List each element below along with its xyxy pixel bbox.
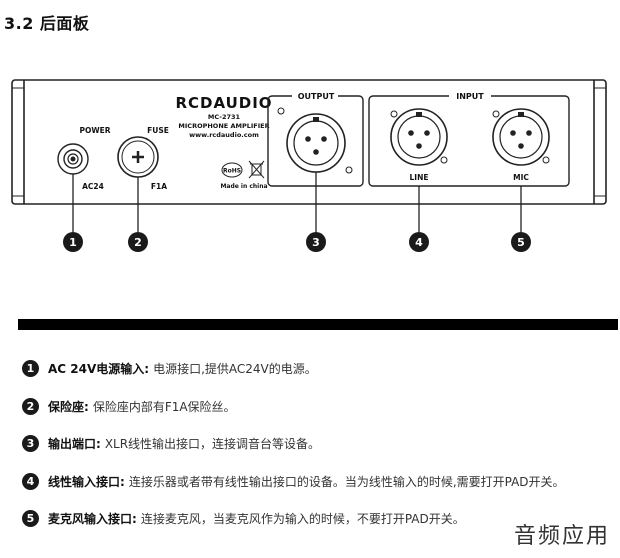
product-name: MICROPHONE AMPLIFIER: [178, 122, 269, 130]
note-number: 5: [22, 509, 39, 527]
note-item: 5 麦克风输入接口: 连接麦克风，当麦克风作为输入的时候，不要打开PAD开关。: [22, 508, 465, 528]
fuse-label: FUSE: [147, 126, 169, 135]
divider-bar: [18, 319, 618, 330]
callout-4: 4: [409, 232, 429, 252]
note-label: AC 24V电源输入:: [48, 361, 150, 376]
callout-5: 5: [511, 232, 531, 252]
fuse-holder: [117, 136, 159, 178]
weee-bin-icon: [248, 160, 265, 179]
note-description: 连接乐器或者带有线性输出接口的设备。当为线性输入的时候,需要打开PAD开关。: [128, 474, 565, 489]
mic-label: MIC: [513, 173, 529, 182]
svg-text:RoHS: RoHS: [223, 168, 241, 175]
note-label: 线性输入接口:: [48, 474, 125, 489]
output-xlr-connector: [277, 107, 353, 174]
svg-text:5: 5: [517, 236, 525, 249]
rohs-icon: RoHS: [221, 162, 243, 178]
website-text: www.rcdaudio.com: [189, 131, 259, 139]
output-label: OUTPUT: [298, 92, 335, 101]
note-item: 1 AC 24V电源输入: 电源接口,提供AC24V的电源。: [22, 358, 317, 378]
rear-panel-diagram: RCDAUDIO MC-2731 MICROPHONE AMPLIFIER ww…: [11, 79, 607, 252]
brand-logo: RCDAUDIO: [175, 94, 272, 112]
section-title: 3.2 后面板: [4, 14, 90, 33]
note-item: 4 线性输入接口: 连接乐器或者带有线性输出接口的设备。当为线性输入的时候,需要…: [22, 471, 565, 491]
mic-xlr-connector: [492, 108, 550, 166]
note-label: 保险座:: [48, 399, 89, 414]
note-number: 2: [22, 397, 39, 415]
note-description: XLR线性输出接口，连接调音台等设备。: [104, 436, 321, 451]
callout-2: 2: [128, 232, 148, 252]
callout-3: 3: [306, 232, 326, 252]
model-number: MC-2731: [208, 113, 241, 121]
svg-text:1: 1: [69, 236, 77, 249]
power-value-label: AC24: [82, 182, 104, 191]
note-item: 3 输出端口: XLR线性输出接口，连接调音台等设备。: [22, 433, 320, 453]
note-description: 连接麦克风，当麦克风作为输入的时候，不要打开PAD开关。: [140, 511, 465, 526]
input-label: INPUT: [456, 92, 484, 101]
power-label: POWER: [79, 126, 110, 135]
callout-1: 1: [63, 232, 83, 252]
note-number: 4: [22, 472, 39, 490]
svg-text:2: 2: [134, 236, 142, 249]
leader-lines: [72, 172, 522, 232]
watermark: 音频应用: [513, 524, 610, 549]
note-description: 电源接口,提供AC24V的电源。: [153, 361, 317, 376]
note-label: 输出端口:: [48, 436, 101, 451]
note-description: 保险座内部有F1A保险丝。: [92, 399, 236, 414]
note-item: 2 保险座: 保险座内部有F1A保险丝。: [22, 396, 236, 416]
input-section: [368, 95, 570, 187]
svg-text:3: 3: [312, 236, 320, 249]
note-label: 麦克风输入接口:: [48, 511, 137, 526]
note-number: 1: [22, 359, 39, 377]
line-label: LINE: [410, 173, 429, 182]
line-xlr-connector: [390, 108, 448, 166]
svg-text:4: 4: [415, 236, 423, 249]
made-in-label: Made in china: [220, 183, 267, 190]
power-jack: [57, 143, 89, 175]
chassis: [11, 79, 607, 205]
fuse-value-label: F1A: [151, 182, 167, 191]
note-number: 3: [22, 434, 39, 452]
